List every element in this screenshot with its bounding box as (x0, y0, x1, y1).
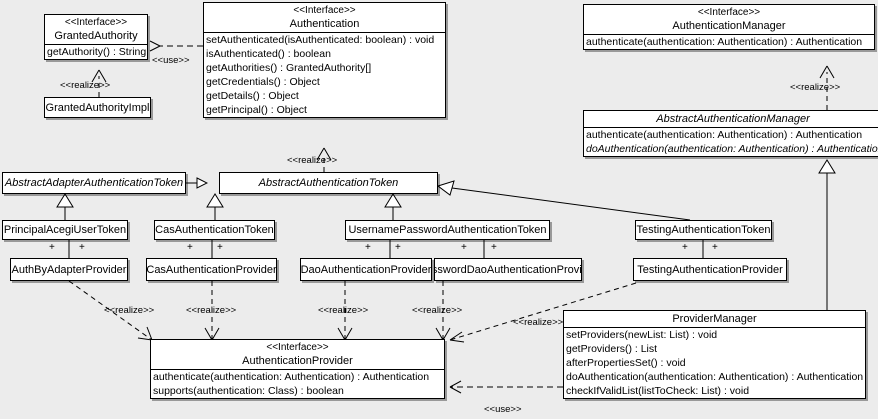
association-plus: + (682, 242, 688, 253)
operations-compartment: setProviders(newList: List) : void getPr… (564, 327, 865, 398)
class-testing-authentication-token[interactable]: TestingAuthenticationToken (635, 220, 772, 240)
association-plus: + (365, 242, 371, 253)
class-name: TestingAuthenticationToken (636, 224, 771, 236)
class-name: PrincipalAcegiUserToken (3, 224, 127, 236)
operations-compartment: getAuthority() : String (45, 44, 147, 59)
association-plus: + (79, 242, 85, 253)
operation: doAuthentication(authentication: Authent… (586, 143, 878, 155)
edge-label-realize-abstract-authentication-manager: <<realize>> (790, 82, 841, 93)
operation: authenticate(authentication: Authenticat… (586, 36, 863, 48)
operation: doAuthentication(authentication: Authent… (566, 371, 864, 383)
class-cas-authentication-provider[interactable]: CasAuthenticationProvider (146, 258, 277, 281)
class-name: GrantedAuthorityImpl (45, 101, 150, 114)
edge-label-realize-cas-provider: <<realize>> (186, 305, 237, 316)
edge-label-use-provider-manager: <<use>> (484, 404, 522, 415)
operation: afterPropertiesSet() : void (566, 357, 686, 369)
class-authentication[interactable]: <<Interface>> Authentication setAuthenti… (203, 2, 446, 118)
operation: authenticate(authentication: Authenticat… (586, 129, 863, 141)
class-password-dao-authentication-provider[interactable]: PasswordDaoAuthenticationProvider (434, 258, 582, 281)
operations-compartment: authenticate(authentication: Authenticat… (151, 369, 444, 398)
edge-label-use-granted-authority: <<use>> (152, 55, 190, 66)
operation: setProviders(newList: List) : void (566, 329, 718, 341)
operation: checkIfValidList(listToCheck: List) : vo… (566, 385, 750, 397)
association-plus: + (395, 242, 401, 253)
class-name: AbstractAdapterAuthenticationToken (4, 177, 184, 189)
class-abstract-authentication-manager[interactable]: AbstractAuthenticationManager authentica… (583, 110, 878, 157)
class-principal-acegi-user-token[interactable]: PrincipalAcegiUserToken (2, 220, 128, 240)
class-header: <<Interface>> AuthenticationProvider (151, 340, 444, 369)
edge-label-realize-dao-provider: <<realize>> (318, 305, 369, 316)
class-name: Authentication (289, 18, 360, 30)
stereotype-label: <<Interface>> (293, 5, 356, 16)
stereotype-label: <<Interface>> (64, 17, 128, 28)
association-plus: + (461, 242, 467, 253)
edge-label-realize-password-dao-provider: <<realize>> (412, 305, 463, 316)
class-dao-authentication-provider[interactable]: DaoAuthenticationProvider (300, 258, 432, 281)
operations-compartment: authenticate(authentication: Authenticat… (584, 127, 878, 156)
operations-compartment: authenticate(authentication: Authenticat… (584, 34, 874, 49)
class-cas-authentication-token[interactable]: CasAuthenticationToken (154, 220, 275, 240)
class-auth-by-adapter-provider[interactable]: AuthByAdapterProvider (10, 258, 128, 281)
class-name: AbstractAuthenticationManager (656, 113, 810, 125)
class-abstract-adapter-authentication-token[interactable]: AbstractAdapterAuthenticationToken (2, 172, 186, 194)
edge-label-realize-abstract-authentication-token: <<realize>> (287, 155, 338, 166)
association-plus: + (217, 242, 223, 253)
operation: getProviders() : List (566, 343, 658, 355)
class-header: <<Interface>> Authentication (204, 3, 445, 32)
operation: getAuthorities() : GrantedAuthority[] (206, 62, 372, 74)
association-plus: + (49, 242, 55, 253)
class-provider-manager[interactable]: ProviderManager setProviders(newList: Li… (563, 310, 866, 399)
operation: getPrincipal() : Object (206, 104, 307, 116)
class-name: AuthenticationManager (672, 20, 786, 32)
class-name: AuthByAdapterProvider (11, 263, 127, 276)
class-granted-authority[interactable]: <<Interface>> GrantedAuthority getAuthor… (44, 14, 148, 60)
association-plus: + (491, 242, 497, 253)
class-authentication-manager[interactable]: <<Interface>> AuthenticationManager auth… (583, 4, 875, 50)
class-username-password-authentication-token[interactable]: UsernamePasswordAuthenticationToken (345, 220, 550, 240)
class-name: TestingAuthenticationProvider (637, 263, 783, 276)
stereotype-label: <<Interface>> (697, 7, 761, 18)
class-name: UsernamePasswordAuthenticationToken (348, 224, 547, 236)
operation: getAuthority() : String (47, 46, 147, 58)
class-name: AuthenticationProvider (242, 355, 353, 367)
class-header: AbstractAuthenticationManager (584, 111, 878, 127)
operation: getDetails() : Object (206, 90, 299, 102)
class-name: AbstractAuthenticationToken (258, 177, 399, 189)
class-testing-authentication-provider[interactable]: TestingAuthenticationProvider (633, 258, 787, 281)
edge-label-realize-testing-provider: <<realize>> (513, 317, 564, 328)
association-plus: + (187, 242, 193, 253)
class-granted-authority-impl[interactable]: GrantedAuthorityImpl (44, 97, 151, 118)
class-name: ProviderManager (672, 313, 757, 325)
class-name: CasAuthenticationProvider (146, 263, 277, 276)
operation: setAuthenticated(isAuthenticated: boolea… (206, 34, 435, 46)
class-abstract-authentication-token[interactable]: AbstractAuthenticationToken (219, 172, 438, 194)
edge-label-realize-granted-authority-impl: <<realize>> (60, 80, 111, 91)
edge-label-realize-auth-by-adapter: <<realize>> (104, 305, 155, 316)
operation: supports(authentication: Class) : boolea… (153, 385, 344, 397)
operation: getCredentials() : Object (206, 76, 320, 88)
class-name: PasswordDaoAuthenticationProvider (435, 263, 582, 276)
class-name: DaoAuthenticationProvider (300, 263, 432, 276)
class-authentication-provider[interactable]: <<Interface>> AuthenticationProvider aut… (150, 339, 445, 399)
operations-compartment: setAuthenticated(isAuthenticated: boolea… (204, 32, 445, 117)
operation: authenticate(authentication: Authenticat… (153, 371, 430, 383)
association-plus: + (712, 242, 718, 253)
class-name: GrantedAuthority (54, 30, 138, 42)
class-header: <<Interface>> AuthenticationManager (584, 5, 874, 34)
class-name: CasAuthenticationToken (155, 224, 274, 236)
class-header: <<Interface>> GrantedAuthority (45, 15, 147, 44)
operation: isAuthenticated() : boolean (206, 48, 331, 60)
stereotype-label: <<Interface>> (266, 342, 329, 353)
class-header: ProviderManager (564, 311, 865, 327)
